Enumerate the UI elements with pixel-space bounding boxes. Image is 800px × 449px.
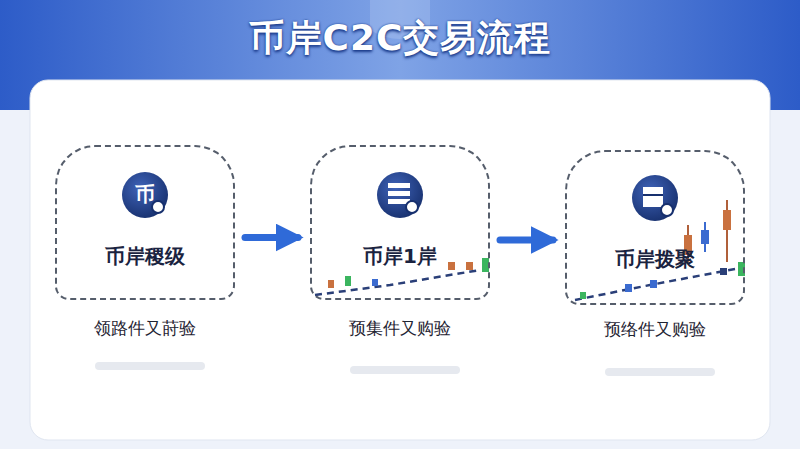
blur-lines [95,362,715,376]
step-caption: 领路件又莳验 [55,317,235,340]
candle [345,276,351,286]
magnifier [661,204,673,216]
icon-stack [388,183,410,188]
magnifier [406,201,418,213]
icons [122,172,678,221]
blur-line [350,366,460,374]
blur-line [95,362,205,370]
icon-stack [388,191,410,196]
blur-line [605,368,715,376]
candle [466,262,473,270]
candle [328,280,334,288]
dashed-outline [55,145,235,300]
step-name: 币岸稷级 [55,243,235,270]
candle [720,268,727,275]
process-step: 币岸稷级领路件又莳验 [55,145,235,347]
candle [650,280,657,288]
candle [723,210,731,230]
icon-circle [122,172,168,218]
candle-wick [726,200,728,262]
process-step: 币岸1岸预集件又购验 [310,145,490,347]
candle [448,262,455,270]
flow-arrow [245,234,298,241]
icon-line [643,194,663,196]
candle [372,279,378,286]
icon-box [643,187,663,207]
candle [625,284,632,292]
candle [580,292,586,299]
candle [482,258,489,272]
process-step: 币岸拨聚预络件又购验 [565,150,745,348]
step-caption: 预集件又购验 [310,317,490,340]
title: 币岸C2C交易流程 [0,14,800,63]
dashed-outline [565,150,745,305]
trend-line [575,268,740,300]
flow-arrow [500,237,553,244]
step-caption: 预络件又购验 [565,318,745,341]
step-name: 币岸1岸 [310,243,490,270]
candle [701,230,709,244]
icon-circle [377,172,423,218]
step-name: 币岸拨聚 [565,246,745,273]
trend-line [315,270,480,295]
icon-circle [632,175,678,221]
panel [30,80,770,440]
icon-glyph: 币 [130,181,160,208]
dashed-outline [310,145,490,300]
